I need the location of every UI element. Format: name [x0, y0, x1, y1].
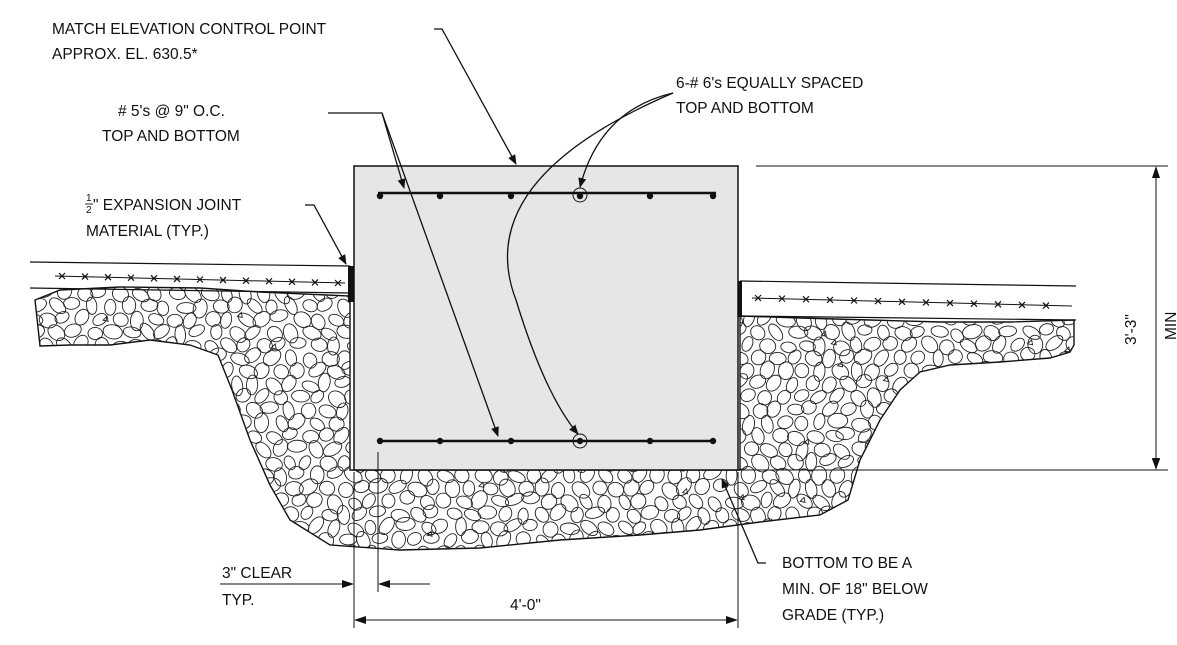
clear-label-line2: TYP. — [222, 592, 254, 609]
bottom-grade-label-line2: MIN. OF 18" BELOW — [782, 581, 928, 598]
bars-5-leader-bottom — [381, 112, 499, 437]
match-elevation-label-line2: APPROX. EL. 630.5* — [52, 46, 198, 63]
depth-dimension-label: 3'-3" — [1123, 314, 1140, 345]
right-expansion-joint — [736, 281, 742, 317]
rebar-dot-top — [376, 192, 384, 200]
bars-5-label-line1: # 5's @ 9" O.C. — [118, 103, 225, 120]
rebar-dot-top — [436, 192, 444, 200]
annotations: MATCH ELEVATION CONTROL POINT APPROX. EL… — [52, 21, 1177, 624]
highlight-circle-top — [572, 187, 588, 203]
expansion-fraction-numerator: 1 — [86, 193, 92, 204]
left-expansion-joint — [348, 266, 354, 302]
expansion-joint-label-line1: " EXPANSION JOINT — [93, 197, 242, 214]
bars-6-label-line1: 6-# 6's EQUALLY SPACED — [676, 75, 863, 92]
expansion-fraction-denominator: 2 — [86, 205, 92, 216]
bottom-below-grade-leader — [721, 478, 766, 564]
clear-label-line1: 3" CLEAR — [222, 565, 292, 582]
bottom-grade-label-line3: GRADE (TYP.) — [782, 607, 884, 624]
rebar-dot-top — [709, 192, 717, 200]
rebar-dot-bottom — [436, 437, 444, 445]
left-pavement-slab — [29, 261, 354, 302]
bars-6-leader-top — [578, 92, 674, 188]
bars-5-label-line2: TOP AND BOTTOM — [102, 128, 240, 145]
rebar-dot-top — [646, 192, 654, 200]
dimensions — [220, 165, 1168, 628]
right-pavement-slab — [736, 280, 1077, 321]
rebar-dot-top — [576, 192, 584, 200]
expansion-joint-leader — [305, 204, 347, 265]
expansion-joint-label-line2: MATERIAL (TYP.) — [86, 223, 209, 240]
leaders — [305, 28, 766, 564]
rebar — [376, 187, 717, 449]
bars-6-leader-bottom — [506, 92, 674, 435]
rebar-dot-bottom — [376, 437, 384, 445]
rebar-dot-bottom — [576, 437, 584, 445]
match-elevation-leader — [434, 28, 517, 165]
bars-6-label-line2: TOP AND BOTTOM — [676, 100, 814, 117]
concrete-footing — [353, 165, 739, 471]
highlight-circle-bottom — [572, 433, 588, 449]
depth-min-label: MIN — [1163, 312, 1177, 340]
bottom-grade-label-line1: BOTTOM TO BE A — [782, 555, 913, 572]
width-dimension-label: 4'-0" — [510, 597, 541, 614]
rebar-dot-bottom — [507, 437, 515, 445]
rebar-dot-bottom — [646, 437, 654, 445]
rebar-dot-top — [507, 192, 515, 200]
rebar-dot-bottom — [709, 437, 717, 445]
match-elevation-label-line1: MATCH ELEVATION CONTROL POINT — [52, 21, 327, 38]
